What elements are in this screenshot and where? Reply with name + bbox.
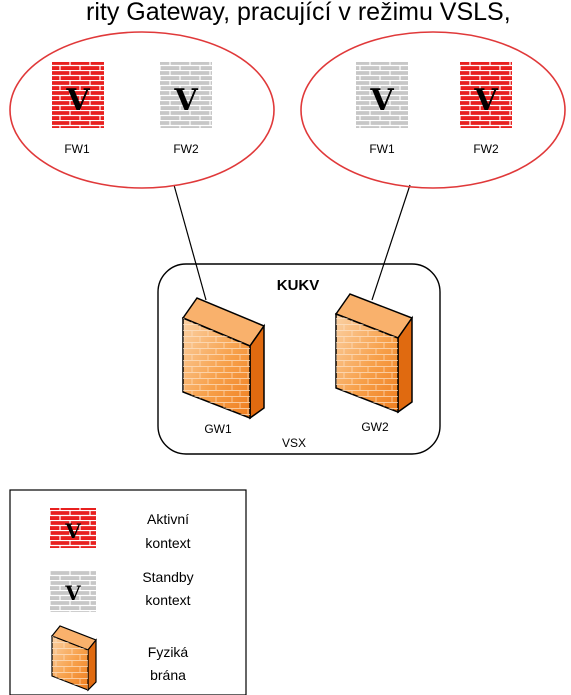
left-fw1-label: FW1 [64,142,90,156]
legend-standby-line1: Standby [142,569,193,585]
connector-left [173,184,207,301]
right-context-ellipse [300,31,566,189]
right-fw1-label: FW1 [369,142,395,156]
right-fw1-glyph: V [369,83,394,118]
legend: V Aktivní kontext V Standby kontext Fyzi… [9,489,247,695]
cluster-box [157,263,441,455]
legend-active-icon: V [50,508,96,548]
legend-physical-gateway-icon [51,625,97,692]
gw1-label: GW1 [204,422,232,436]
gw1-firewall-icon [181,297,266,420]
legend-standby-line2: kontext [145,592,190,608]
gw2-firewall-icon [334,293,414,414]
header-caption: rity Gateway, pracující v režimu VSLS, [86,0,511,26]
cluster-subtitle: VSX [282,436,306,450]
right-fw2-glyph: V [473,83,498,118]
left-context-group: V FW1 V FW2 [9,31,275,189]
left-fw1-active-icon: V [52,62,104,128]
left-fw2-label: FW2 [173,142,199,156]
left-fw2-standby-icon: V [160,62,212,128]
left-fw2-glyph: V [173,83,198,118]
left-fw1-glyph: V [65,83,90,118]
left-context-ellipse [9,31,275,189]
connector-right [371,184,411,301]
right-context-group: V FW1 V FW2 [300,31,566,189]
legend-active-line2: kontext [145,535,190,551]
legend-standby-glyph: V [64,581,81,605]
legend-box [9,489,247,695]
legend-active-glyph: V [64,519,81,543]
legend-standby-icon: V [50,570,96,612]
legend-active-line1: Aktivní [147,511,189,527]
right-fw1-standby-icon: V [356,62,408,128]
kukv-cluster: KUKV VSX GW1 GW2 [157,263,441,455]
right-fw2-active-icon: V [460,62,512,128]
legend-physical-line1: Fyziká [148,644,189,660]
cluster-title: KUKV [277,277,320,294]
legend-physical-line2: brána [150,667,186,683]
gw2-label: GW2 [361,420,389,434]
right-fw2-label: FW2 [473,142,499,156]
